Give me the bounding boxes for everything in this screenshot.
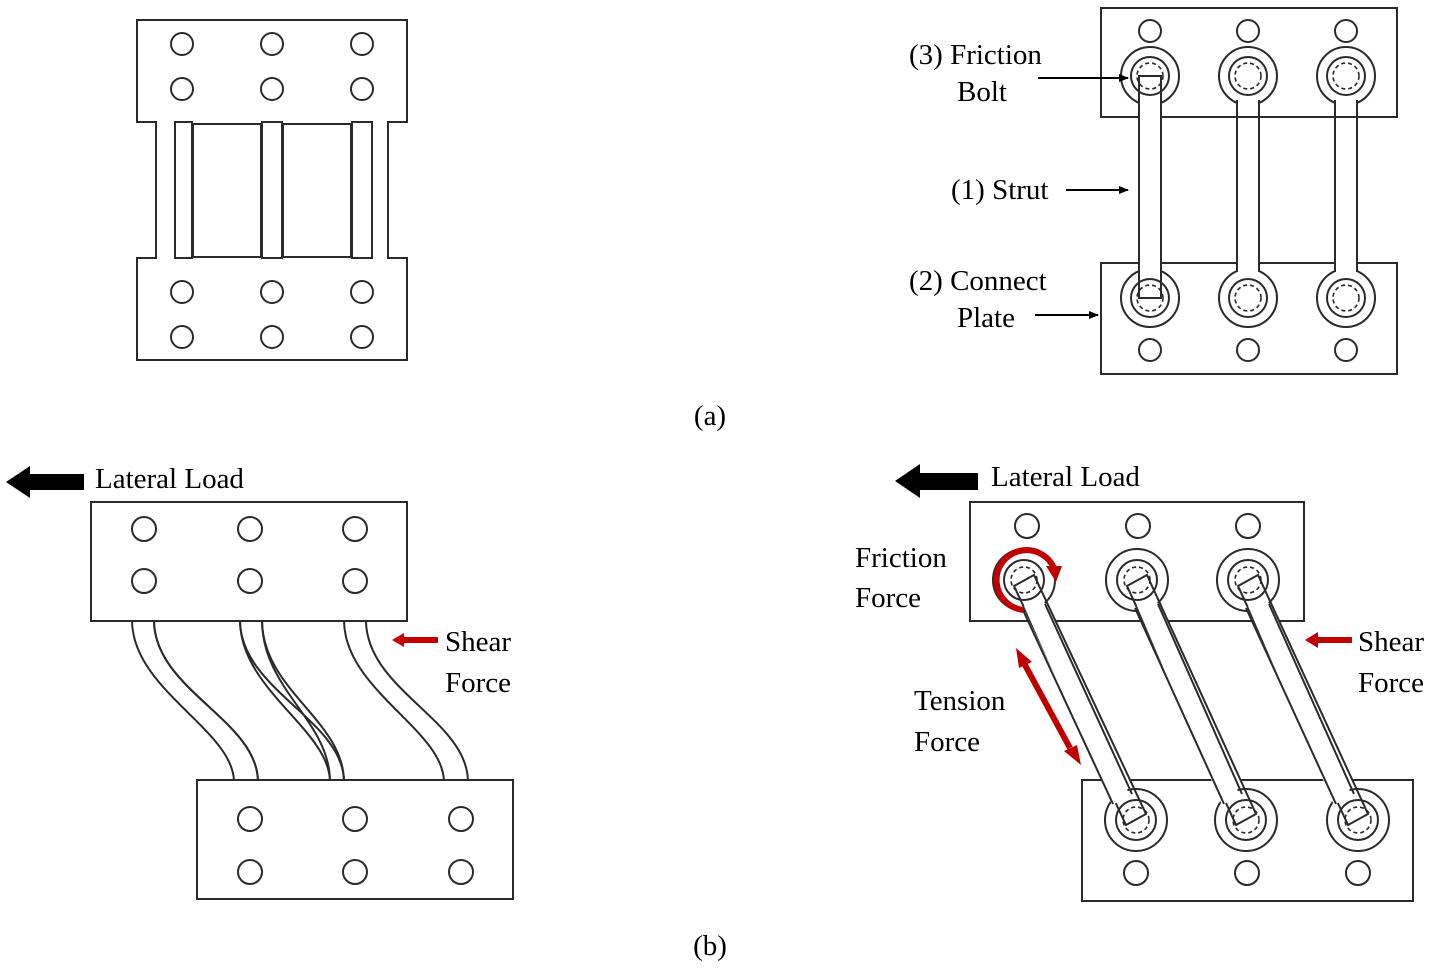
panel-b-left-holes xyxy=(131,516,474,885)
friction-force-rotation-arrow xyxy=(993,547,1057,613)
lateral-load-arrow-left xyxy=(6,466,84,498)
bottom-bolts-right xyxy=(1104,788,1390,852)
caption-a: (a) xyxy=(694,400,726,432)
lateral-load-label-right: Lateral Load xyxy=(991,461,1140,493)
panel-a-left-holes xyxy=(170,32,374,349)
connect-plate-label-line1: (2) Connect xyxy=(909,265,1047,297)
panel-b-left-deformed-plate xyxy=(6,466,514,900)
friction-bolt-label-line2: Bolt xyxy=(957,76,1007,108)
panel-b-right-deformed-damper xyxy=(895,464,1414,902)
strut-label: (1) Strut xyxy=(951,174,1048,206)
panel-a-left-slotted-plate xyxy=(136,19,408,361)
tension-force-arrow xyxy=(1022,663,1073,750)
friction-force-label-line1: Friction xyxy=(855,542,947,574)
shear-force-arrow-right xyxy=(1305,632,1352,648)
lateral-load-arrow-right xyxy=(895,464,978,498)
caption-b: (b) xyxy=(693,930,727,962)
shear-force-label-left-line1: Shear xyxy=(445,626,511,658)
lateral-load-label-left: Lateral Load xyxy=(95,463,244,495)
friction-force-label-line2: Force xyxy=(855,582,921,614)
shear-force-label-left-line2: Force xyxy=(445,667,511,699)
connect-plate-label-line2: Plate xyxy=(957,302,1015,334)
friction-bolt-label-line1: (3) Friction xyxy=(909,39,1042,71)
tension-force-label-line2: Force xyxy=(914,726,980,758)
panel-a-right-strut-damper xyxy=(1035,7,1398,375)
shear-force-arrow-left xyxy=(392,633,438,647)
shear-force-label-right-line1: Shear xyxy=(1358,626,1424,658)
shear-force-label-right-line2: Force xyxy=(1358,667,1424,699)
tension-force-label-line1: Tension xyxy=(914,685,1006,717)
